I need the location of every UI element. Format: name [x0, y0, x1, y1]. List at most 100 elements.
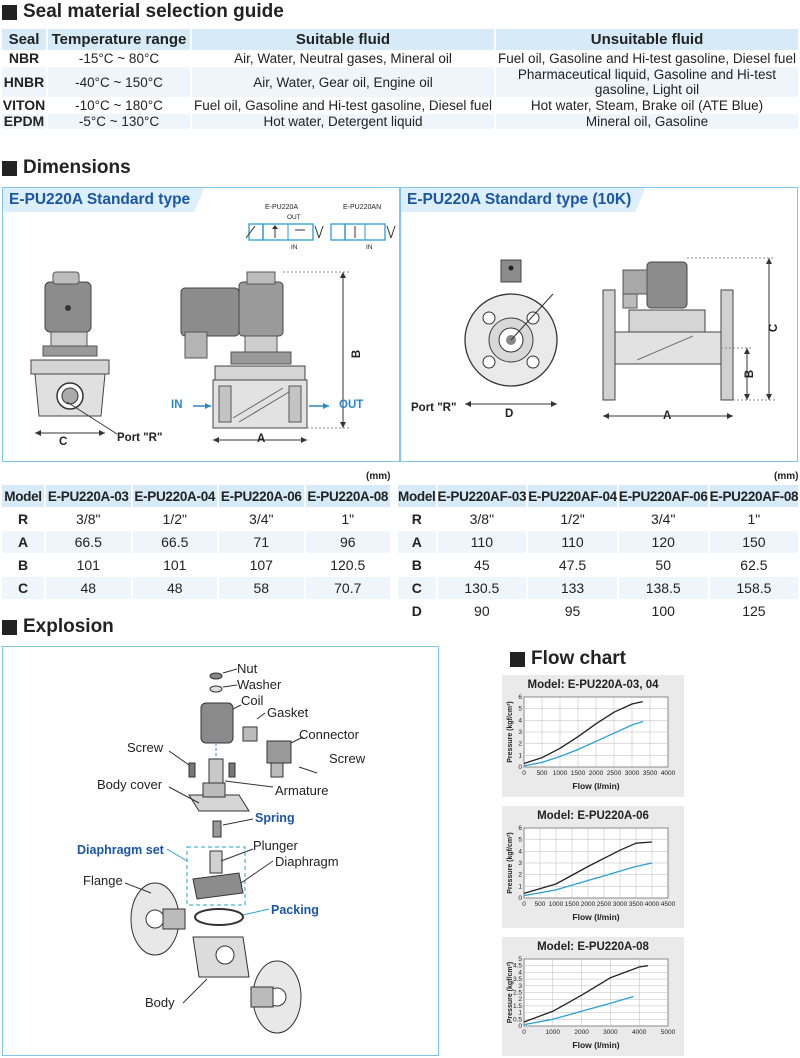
y-axis-label: Pressure (kgf/cm²) — [507, 962, 514, 1023]
symbol-out-label: OUT — [287, 214, 301, 221]
port-leader-line — [66, 401, 118, 435]
dim-a-label-right: A — [663, 410, 672, 422]
x-tick-label: 2500 — [607, 770, 622, 777]
dim-cell: 120.5 — [330, 557, 366, 573]
dim-cell: 1/2" — [162, 511, 187, 527]
dim-header: E-PU220AF-03 — [437, 485, 526, 507]
dim-cell: 45 — [474, 557, 490, 573]
seal-unsuitable: Hot water, Steam, Brake oil (ATE Blue) — [530, 98, 764, 113]
x-axis-label: Flow (l/min) — [572, 781, 619, 791]
dim-d-label: D — [505, 408, 514, 420]
dim-cell: 110 — [528, 531, 617, 553]
part-spring: Spring — [255, 811, 295, 825]
dim-cell: 48 — [46, 577, 131, 599]
x-tick-label: 3500 — [643, 770, 658, 777]
dim-cell: 100 — [651, 603, 675, 619]
series-line — [523, 965, 648, 1023]
dim-cell: 95 — [564, 603, 581, 619]
y-tick-label: 1 — [518, 1010, 522, 1017]
symbol-in-label-2: IN — [366, 244, 373, 251]
dim-cell: 3/4" — [651, 511, 676, 527]
part-gasket: Gasket — [267, 705, 309, 720]
seal-header-unsuitable: Unsuitable fluid — [496, 29, 798, 50]
unit-label-left: (mm) — [366, 471, 391, 482]
symbol-label-1: E-PU220A — [265, 204, 299, 211]
y-tick-label: 1 — [518, 752, 522, 759]
valve-front-view — [180, 271, 349, 443]
dim-row-label: R — [17, 511, 29, 527]
part-armature: Armature — [275, 783, 329, 798]
dim-table-standard: Model E-PU220A-03 E-PU220A-04 E-PU220A-0… — [0, 484, 392, 600]
out-arrow-label: OUT — [339, 399, 364, 411]
x-tick-label: 2000 — [581, 901, 596, 908]
dim-c-label-right: C — [768, 323, 781, 333]
dim-row-label: A — [398, 531, 436, 553]
dim-cell: 58 — [219, 577, 304, 599]
series-line — [523, 841, 653, 894]
seal-suitable: Hot water, Detergent liquid — [192, 114, 494, 129]
x-tick-label: 1500 — [565, 901, 580, 908]
part-body-cover: Body cover — [97, 777, 163, 792]
seal-header-seal: Seal — [2, 29, 46, 50]
x-tick-label: 0 — [522, 770, 526, 777]
dim-header: Model — [398, 485, 436, 507]
x-tick-label: 3500 — [629, 901, 644, 908]
seal-temp: -5°C ~ 130°C — [48, 114, 190, 129]
seal-name: NBR — [8, 50, 40, 66]
y-tick-label: 4.5 — [513, 963, 522, 970]
dim-row-label: B — [17, 557, 29, 573]
y-axis-label: Pressure (kgf/cm²) — [507, 701, 514, 762]
x-tick-label: 1000 — [549, 901, 564, 908]
y-tick-label: 5 — [518, 706, 522, 713]
seal-name: VITON — [2, 97, 46, 113]
y-tick-label: 2.5 — [513, 990, 522, 997]
symbol-in-label: IN — [291, 244, 298, 251]
y-axis-label: Pressure (kgf/cm²) — [507, 832, 514, 893]
x-tick-label: 3000 — [625, 770, 640, 777]
explosion-section-title-text: Explosion — [23, 616, 114, 637]
x-tick-label: 500 — [535, 901, 546, 908]
x-tick-label: 4000 — [661, 770, 676, 777]
y-tick-label: 5 — [518, 956, 522, 963]
dim-cell: 110 — [437, 531, 527, 553]
dim-cell: 158.5 — [709, 577, 799, 599]
dim-row-label: C — [2, 577, 44, 599]
y-tick-label: 0 — [518, 1023, 522, 1030]
dim-row-label: A — [2, 531, 44, 553]
part-connector: Connector — [299, 727, 359, 742]
dim-cell: 47.5 — [558, 557, 587, 573]
explosion-section-title: Explosion — [2, 615, 114, 639]
seal-temp: -40°C ~ 150°C — [48, 67, 190, 97]
flow-chart-section-title-text: Flow chart — [531, 648, 627, 669]
explosion-diagram: Nut Washer Coil Gasket Connector Screw S… — [2, 646, 439, 1056]
dim-header: E-PU220A-06 — [219, 485, 304, 507]
y-tick-label: 2 — [518, 872, 522, 879]
part-body: Body — [145, 995, 175, 1010]
chart-title: Model: E-PU220A-03, 04 — [527, 679, 659, 691]
y-tick-label: 1 — [518, 883, 522, 890]
series-line — [523, 862, 653, 897]
chart-title: Model: E-PU220A-08 — [537, 941, 649, 953]
dim-cell: 48 — [132, 577, 217, 599]
in-arrow-label: IN — [171, 399, 183, 411]
dim-cell: 130.5 — [437, 577, 527, 599]
seal-table: Seal Temperature range Suitable fluid Un… — [0, 28, 800, 130]
chart-title: Model: E-PU220A-06 — [537, 810, 649, 822]
dim-a-label-left: A — [257, 433, 266, 445]
dim-header: E-PU220AF-08 — [709, 485, 799, 507]
y-tick-label: 4 — [518, 848, 522, 855]
dim-cell: 138.5 — [618, 577, 708, 599]
x-tick-label: 4000 — [632, 1029, 647, 1036]
seal-suitable: Air, Water, Gear oil, Engine oil — [192, 67, 494, 97]
y-tick-label: 2 — [518, 741, 522, 748]
dim-cell: 133 — [528, 577, 617, 599]
x-axis-label: Flow (l/min) — [572, 1040, 619, 1050]
part-screw-left: Screw — [127, 740, 164, 755]
x-tick-label: 3000 — [613, 901, 628, 908]
